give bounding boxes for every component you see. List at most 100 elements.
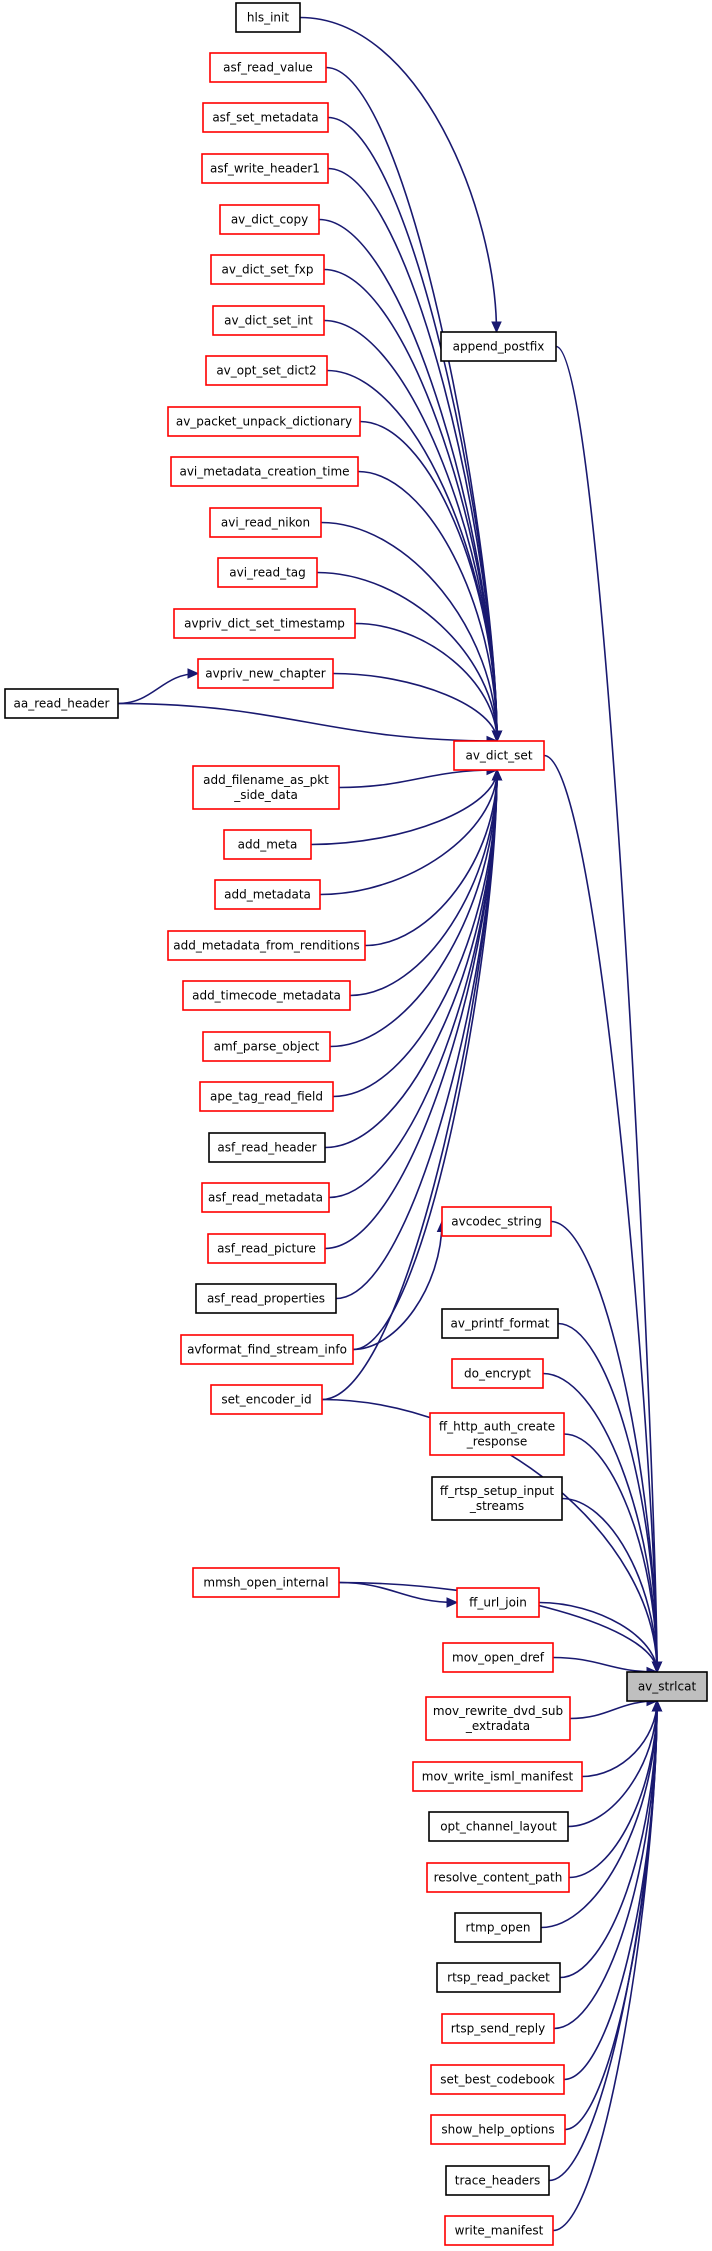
- node-rtsp-read-packet[interactable]: rtsp_read_packet: [436, 1962, 561, 1993]
- node-av-strlcat[interactable]: av_strlcat: [626, 1671, 708, 1702]
- edge-amf-parse-object-to-av-dict-set: [329, 769, 498, 1048]
- node-box: [173, 608, 356, 639]
- node-av-opt-set-dict2[interactable]: av_opt_set_dict2: [205, 355, 328, 386]
- node-mov-rewrite-dvd-sub-extradata[interactable]: mov_rewrite_dvd_sub_extradata: [425, 1696, 571, 1741]
- node-append-postfix[interactable]: append_postfix: [440, 331, 557, 362]
- edge-add-filename-as-pkt-side-data-to-av-dict-set: [338, 769, 498, 789]
- node-aa-read-header[interactable]: aa_read_header: [4, 688, 119, 719]
- node-label: mov_rewrite_dvd_sub_extradata: [433, 1704, 563, 1733]
- node-label: av_dict_set_int: [224, 314, 313, 328]
- edge-avformat-find-stream-info-to-avcodec-string: [352, 1221, 443, 1351]
- node-av-dict-set[interactable]: av_dict_set: [453, 740, 545, 771]
- node-label: set_best_codebook: [440, 2073, 555, 2087]
- node-box: [205, 355, 328, 386]
- node-label: write_manifest: [455, 2224, 544, 2238]
- node-asf-read-header[interactable]: asf_read_header: [208, 1132, 326, 1163]
- node-label: asf_read_header: [217, 1141, 316, 1155]
- node-mmsh-open-internal[interactable]: mmsh_open_internal: [192, 1567, 340, 1598]
- arrowhead-set-encoder-id-to-av-dict-set: [491, 768, 503, 781]
- node-label: asf_read_value: [223, 61, 313, 75]
- node-avi-read-tag[interactable]: avi_read_tag: [217, 557, 318, 588]
- node-avpriv-dict-set-timestamp[interactable]: avpriv_dict_set_timestamp: [173, 608, 356, 639]
- node-asf-read-picture[interactable]: asf_read_picture: [207, 1233, 326, 1264]
- node-mov-write-isml-manifest[interactable]: mov_write_isml_manifest: [412, 1761, 583, 1792]
- node-hls-init[interactable]: hls_init: [235, 2, 301, 33]
- node-label: add_metadata_from_renditions: [173, 939, 360, 953]
- node-mov-open-dref[interactable]: mov_open_dref: [442, 1642, 554, 1673]
- arrowhead-write-manifest-to-av-strlcat: [651, 1699, 663, 1712]
- edge-write-manifest-to-av-strlcat: [552, 1700, 658, 2232]
- node-av-dict-set-int[interactable]: av_dict_set_int: [212, 305, 325, 336]
- node-set-encoder-id[interactable]: set_encoder_id: [210, 1384, 323, 1415]
- node-asf-read-properties[interactable]: asf_read_properties: [195, 1283, 337, 1314]
- node-label: add_meta: [238, 838, 298, 852]
- node-av-printf-format[interactable]: av_printf_format: [441, 1308, 559, 1339]
- node-av-dict-copy[interactable]: av_dict_copy: [219, 204, 320, 235]
- node-box: [430, 2114, 566, 2145]
- node-box: [180, 1334, 354, 1365]
- node-set-best-codebook[interactable]: set_best_codebook: [430, 2064, 565, 2095]
- node-box: [210, 1384, 323, 1415]
- edge-avpriv-dict-set-timestamp-to-av-dict-set: [354, 622, 498, 742]
- node-label: ff_http_auth_create_response: [439, 1420, 555, 1449]
- node-rtsp-send-reply[interactable]: rtsp_send_reply: [441, 2013, 555, 2044]
- node-resolve-content-path[interactable]: resolve_content_path: [426, 1862, 570, 1893]
- node-box: [167, 406, 361, 437]
- node-label: hls_init: [247, 11, 289, 25]
- edge-asf-write-header1-to-av-dict-set: [327, 167, 498, 742]
- node-avformat-find-stream-info[interactable]: avformat_find_stream_info: [180, 1334, 354, 1365]
- node-av-packet-unpack-dictionary[interactable]: av_packet_unpack_dictionary: [167, 406, 361, 437]
- node-avi-metadata-creation-time[interactable]: avi_metadata_creation_time: [170, 456, 359, 487]
- node-ff-rtsp-setup-input-streams[interactable]: ff_rtsp_setup_input_streams: [431, 1476, 563, 1521]
- node-label: avpriv_new_chapter: [205, 667, 326, 681]
- node-add-meta[interactable]: add_meta: [223, 829, 312, 860]
- node-ff-http-auth-create-response[interactable]: ff_http_auth_create_response: [429, 1412, 565, 1456]
- node-write-manifest[interactable]: write_manifest: [444, 2215, 554, 2246]
- edge-opt-channel-layout-to-av-strlcat: [567, 1700, 658, 1828]
- node-label: ape_tag_read_field: [210, 1090, 323, 1104]
- node-add-metadata-from-renditions[interactable]: add_metadata_from_renditions: [167, 930, 366, 961]
- node-ff-url-join[interactable]: ff_url_join: [456, 1587, 540, 1618]
- node-box: [219, 204, 320, 235]
- node-box: [192, 1567, 340, 1598]
- node-asf-set-metadata[interactable]: asf_set_metadata: [202, 102, 329, 133]
- node-rtmp-open[interactable]: rtmp_open: [454, 1912, 542, 1943]
- node-label: av_dict_copy: [231, 213, 308, 227]
- node-box: [453, 740, 545, 771]
- node-box: [429, 1412, 565, 1456]
- node-av-dict-set-fxp[interactable]: av_dict_set_fxp: [210, 254, 325, 285]
- node-asf-read-metadata[interactable]: asf_read_metadata: [201, 1182, 330, 1213]
- node-avi-read-nikon[interactable]: avi_read_nikon: [209, 507, 322, 538]
- node-show-help-options[interactable]: show_help_options: [430, 2114, 566, 2145]
- node-box: [223, 829, 312, 860]
- edge-av-packet-unpack-dictionary-to-av-dict-set: [359, 420, 498, 742]
- node-amf-parse-object[interactable]: amf_parse_object: [202, 1031, 331, 1062]
- node-label: av_strlcat: [638, 1680, 697, 1694]
- node-add-metadata[interactable]: add_metadata: [214, 879, 321, 910]
- node-label: avi_metadata_creation_time: [179, 465, 349, 479]
- node-box: [202, 102, 329, 133]
- node-label: trace_headers: [455, 2174, 541, 2188]
- edge-avi-read-tag-to-av-dict-set: [316, 571, 498, 742]
- edge-avformat-find-stream-info-to-av-dict-set: [352, 769, 498, 1351]
- node-add-filename-as-pkt-side-data[interactable]: add_filename_as_pkt_side_data: [192, 765, 340, 810]
- node-label: rtsp_send_reply: [451, 2022, 545, 2036]
- node-opt-channel-layout[interactable]: opt_channel_layout: [428, 1811, 569, 1842]
- node-ape-tag-read-field[interactable]: ape_tag_read_field: [199, 1081, 334, 1112]
- node-asf-read-value[interactable]: asf_read_value: [209, 52, 327, 83]
- node-label: amf_parse_object: [214, 1040, 320, 1054]
- node-box: [440, 331, 557, 362]
- node-label: asf_read_metadata: [208, 1191, 323, 1205]
- node-trace-headers[interactable]: trace_headers: [445, 2165, 550, 2196]
- node-do-encrypt[interactable]: do_encrypt: [451, 1358, 544, 1389]
- node-label: avformat_find_stream_info: [187, 1343, 347, 1357]
- node-box: [167, 930, 366, 961]
- node-label: set_encoder_id: [221, 1393, 311, 1407]
- node-avcodec-string[interactable]: avcodec_string: [441, 1206, 552, 1237]
- node-asf-write-header1[interactable]: asf_write_header1: [201, 153, 329, 184]
- node-avpriv-new-chapter[interactable]: avpriv_new_chapter: [197, 658, 334, 689]
- node-box: [425, 1696, 571, 1741]
- node-add-timecode-metadata[interactable]: add_timecode_metadata: [182, 980, 351, 1011]
- node-label: avpriv_dict_set_timestamp: [184, 617, 345, 631]
- node-label: show_help_options: [441, 2123, 554, 2137]
